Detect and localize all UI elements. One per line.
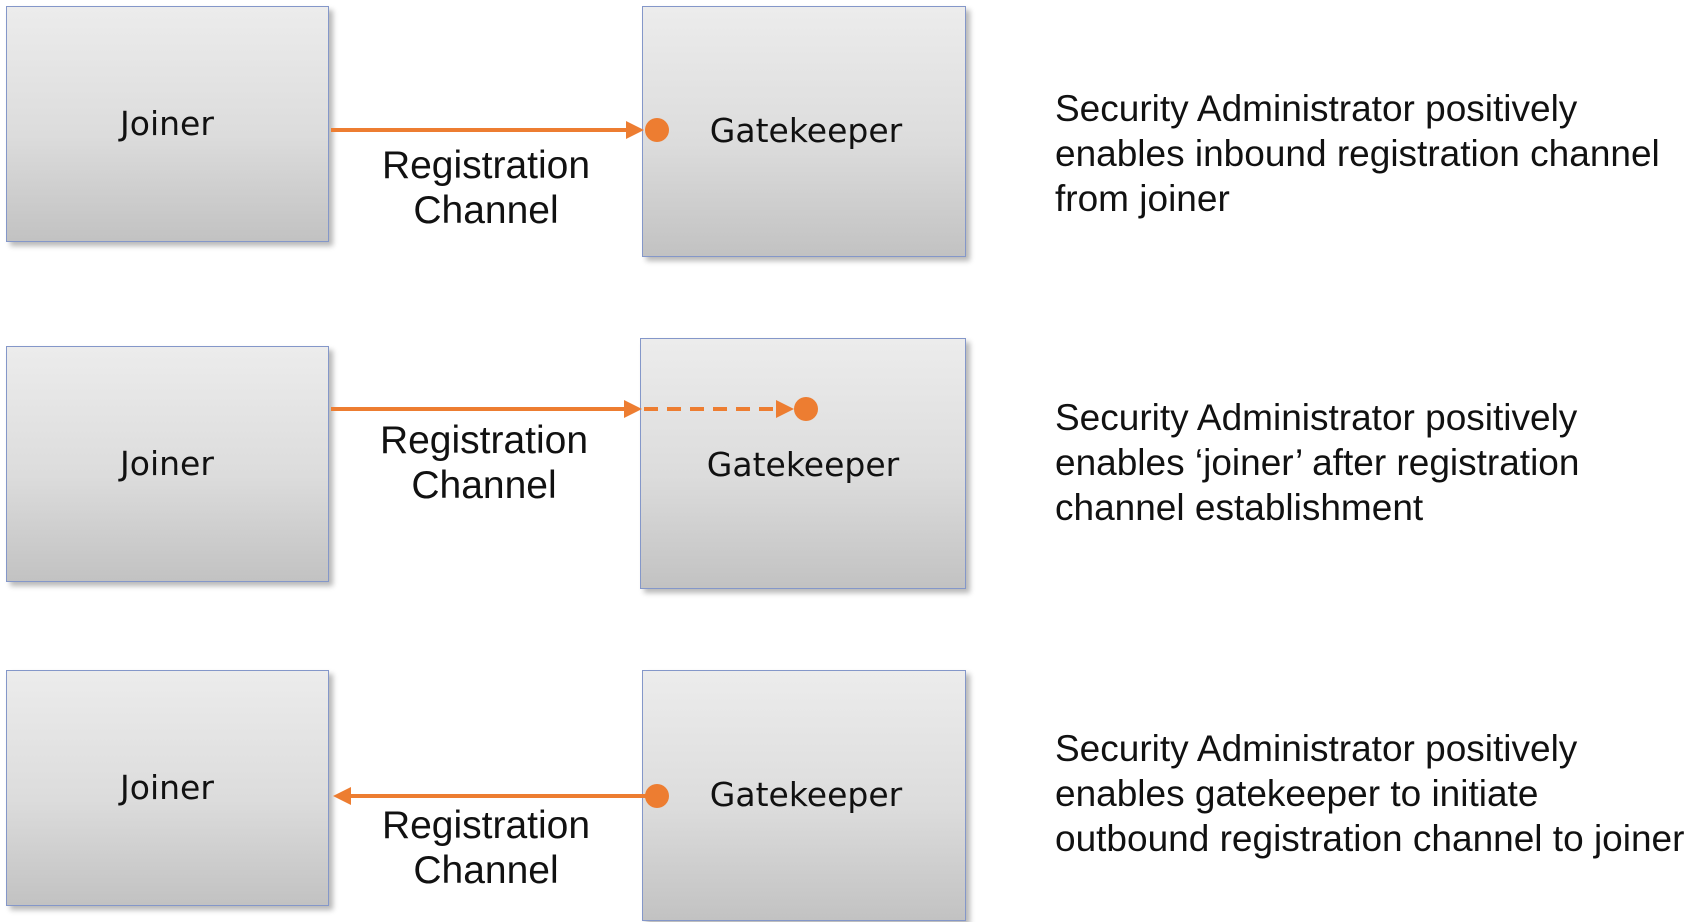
arrowhead-dashed-2 <box>776 400 794 418</box>
channel-label-1: Registration Channel <box>381 144 591 232</box>
gatekeeper-endpoint-2 <box>794 397 818 421</box>
joiner-box-1 <box>6 6 329 242</box>
gatekeeper-endpoint-3 <box>645 784 669 808</box>
joiner-box-3 <box>6 670 329 906</box>
arrowhead-2 <box>624 400 642 418</box>
arrowhead-3 <box>333 787 351 805</box>
joiner-label-1: Joiner <box>120 104 214 143</box>
channel-label-2: Registration Channel <box>379 419 589 507</box>
gatekeeper-box-3 <box>642 670 966 921</box>
gatekeeper-box-2 <box>640 338 966 589</box>
description-1: Security Administrator positively enable… <box>1055 88 1660 219</box>
arrowhead-1 <box>626 121 644 139</box>
gatekeeper-box-1 <box>642 6 966 257</box>
gatekeeper-label-2: Gatekeeper <box>706 445 900 484</box>
joiner-box-2 <box>6 346 329 582</box>
description-3: Security Administrator positively enable… <box>1055 728 1685 859</box>
gatekeeper-endpoint-1 <box>645 118 669 142</box>
joiner-label-3: Joiner <box>120 768 214 807</box>
description-2: Security Administrator positively enable… <box>1055 397 1580 528</box>
channel-label-3: Registration Channel <box>381 804 591 892</box>
joiner-label-2: Joiner <box>120 444 214 483</box>
gatekeeper-label-3: Gatekeeper <box>709 775 903 814</box>
gatekeeper-label-1: Gatekeeper <box>709 111 903 150</box>
